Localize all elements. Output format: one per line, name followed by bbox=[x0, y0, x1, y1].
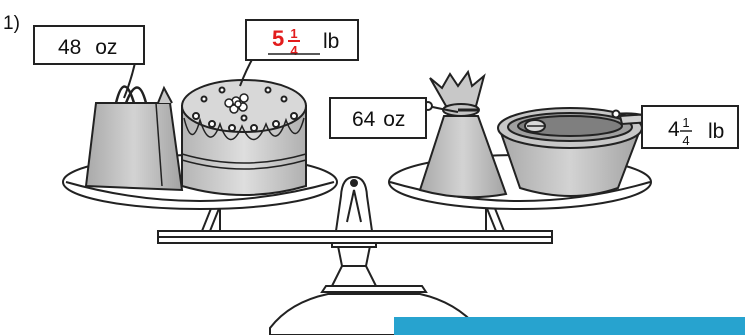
pot-weight-denominator: 4 bbox=[682, 133, 689, 148]
sack-weight-value: 64 bbox=[352, 108, 376, 131]
svg-text:64 oz: 64 oz bbox=[352, 108, 405, 131]
cake-weight-denominator: 4 bbox=[290, 43, 298, 58]
bag-weight-value: 48 bbox=[58, 36, 81, 59]
sack-weight-tag: 64 oz bbox=[330, 98, 426, 138]
cake-weight-numerator: 1 bbox=[290, 26, 297, 41]
cake-weight-tag: 5 1 4 lb bbox=[246, 20, 358, 60]
cake-weight-unit: lb bbox=[323, 30, 339, 53]
answer-banner bbox=[394, 317, 745, 335]
pot-weight-tag: 4 1 4 lb bbox=[642, 106, 738, 148]
pot-weight-unit: lb bbox=[708, 120, 724, 143]
flour-sack bbox=[420, 72, 506, 197]
cake-weight-whole: 5 bbox=[272, 26, 284, 51]
bag-weight-tag: 48 oz bbox=[34, 26, 144, 64]
shopping-bag bbox=[86, 87, 182, 191]
pot-weight-numerator: 1 bbox=[682, 115, 689, 130]
bag-weight-unit: oz bbox=[95, 36, 117, 59]
scale-pointer bbox=[336, 177, 372, 231]
sack-weight-unit: oz bbox=[383, 108, 405, 131]
pot-weight-whole: 4 bbox=[668, 118, 680, 141]
